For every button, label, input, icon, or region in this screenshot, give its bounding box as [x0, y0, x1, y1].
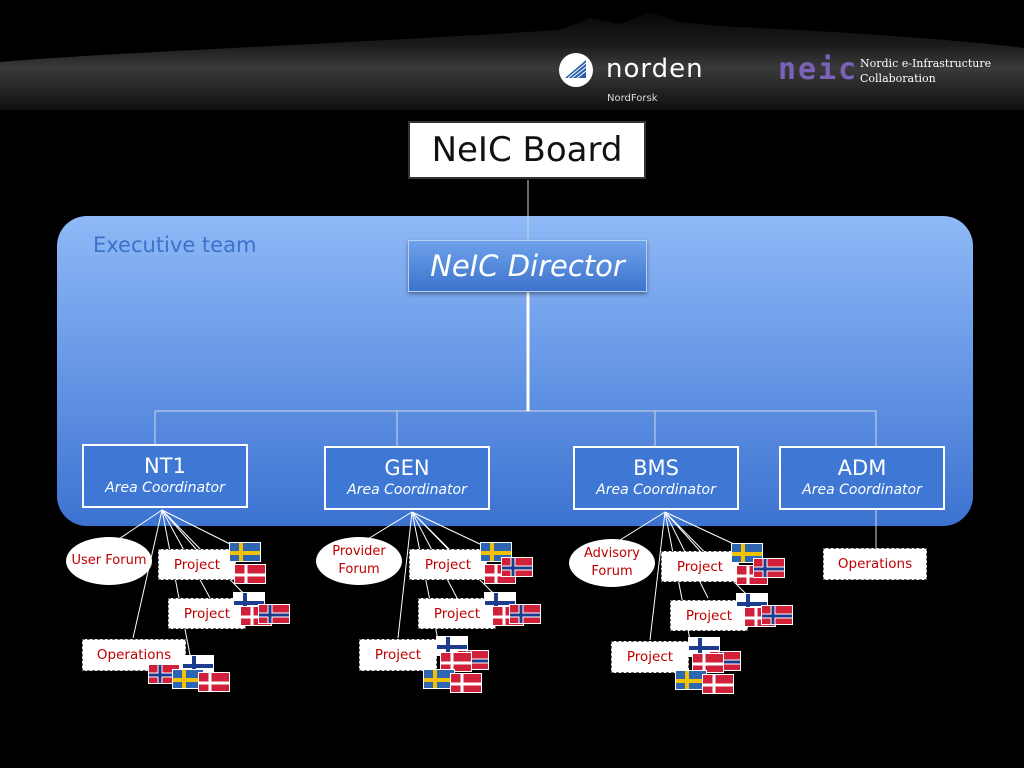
neic-subtitle-line-1: Nordic e-Infrastructure	[860, 57, 992, 70]
neic-director-box: NeIC Director	[408, 240, 647, 292]
area-name: NT1	[144, 454, 186, 478]
sweden-flag-icon	[480, 542, 512, 562]
denmark-flag-icon	[440, 652, 472, 672]
project-box: Project	[418, 598, 496, 629]
project-box: Project	[359, 639, 437, 671]
project-box: Project	[158, 549, 236, 580]
norway-flag-icon	[509, 604, 541, 624]
area-role: Area Coordinator	[596, 482, 716, 498]
forum-provider: Provider Forum	[316, 537, 402, 585]
project-box: Project	[409, 549, 487, 580]
area-role: Area Coordinator	[105, 480, 225, 496]
area-role: Area Coordinator	[802, 482, 922, 498]
area-name: GEN	[384, 456, 430, 480]
area-box-adm: ADM Area Coordinator	[779, 446, 945, 510]
neic-logo-subtitle: Nordic e-Infrastructure Collaboration	[860, 56, 991, 86]
norden-logo-text: norden	[606, 54, 704, 84]
area-role: Area Coordinator	[347, 482, 467, 498]
neic-logo-mark: neic	[778, 52, 859, 87]
forum-advisory: Advisory Forum	[569, 539, 655, 587]
denmark-flag-icon	[450, 673, 482, 693]
area-name: ADM	[837, 456, 887, 480]
sweden-flag-icon	[423, 669, 455, 689]
sweden-flag-icon	[172, 669, 204, 689]
project-box: Project	[661, 551, 739, 582]
forum-user: User Forum	[66, 537, 152, 585]
norway-flag-icon	[501, 557, 533, 577]
area-box-gen: GEN Area Coordinator	[324, 446, 490, 510]
sweden-flag-icon	[229, 542, 261, 562]
norway-flag-icon	[148, 664, 180, 684]
norway-flag-icon	[753, 558, 785, 578]
norway-flag-icon	[258, 604, 290, 624]
area-name: BMS	[633, 456, 679, 480]
neic-subtitle-line-2: Collaboration	[860, 72, 936, 85]
norway-flag-icon	[761, 605, 793, 625]
operations-box: Operations	[823, 548, 927, 580]
project-box: Project	[611, 641, 689, 673]
area-box-bms: BMS Area Coordinator	[573, 446, 739, 510]
executive-team-label: Executive team	[93, 233, 257, 257]
area-box-nt1: NT1 Area Coordinator	[82, 444, 248, 508]
denmark-flag-icon	[198, 672, 230, 692]
denmark-flag-icon	[702, 674, 734, 694]
nordforsk-label: NordForsk	[607, 93, 658, 104]
norden-swan-icon	[559, 53, 593, 87]
neic-board-box: NeIC Board	[408, 121, 646, 179]
denmark-flag-icon	[692, 653, 724, 673]
mountain-silhouette	[0, 0, 1024, 62]
sweden-flag-icon	[731, 543, 763, 563]
denmark-flag-icon	[234, 564, 266, 584]
